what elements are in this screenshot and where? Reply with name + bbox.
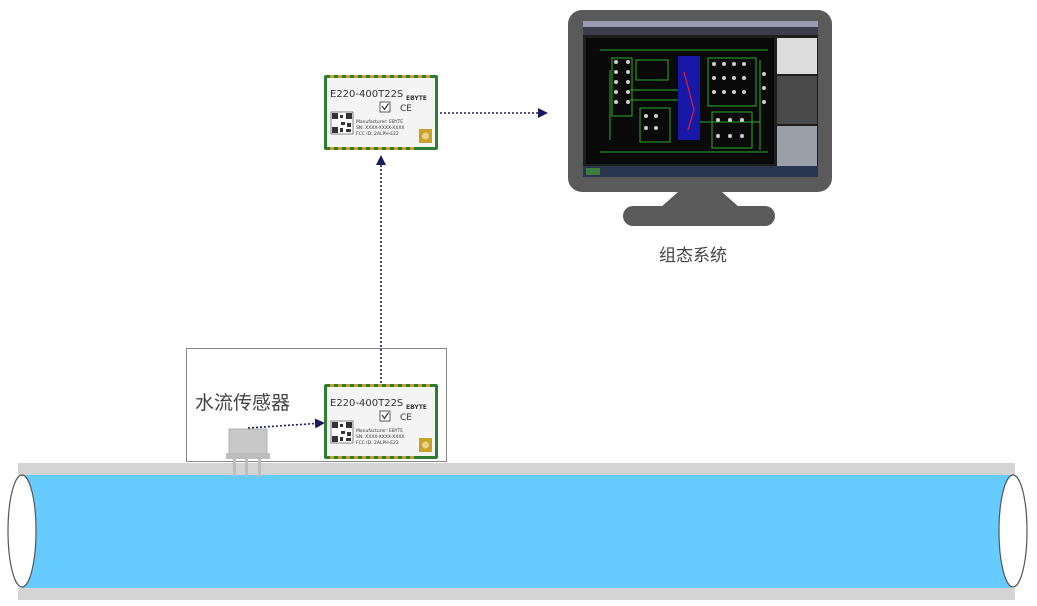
check-mark-icon <box>379 101 391 113</box>
module-fine-text-3: FCC ID: 2ALPH-E22 <box>356 131 399 137</box>
qr-code-icon <box>330 420 354 444</box>
ce-mark-icon: CE <box>400 413 412 423</box>
qr-code-icon <box>330 111 354 135</box>
module-model-label: E220-400T22S <box>330 89 403 100</box>
monitor-icon <box>568 10 832 226</box>
water-pipe <box>7 463 1028 600</box>
sensor-label: 水流传感器 <box>195 392 291 414</box>
module-brand-label: EBYTE <box>406 404 427 411</box>
module-fine-text-2: SN: XXXX-XXXX-XXXX <box>356 125 405 131</box>
pipe-left-opening <box>7 474 37 588</box>
sensor-to-module-arrow <box>247 418 325 429</box>
module-fine-text-1: Manufacturer: EBYTE <box>356 119 403 125</box>
pipe-bottom-wall <box>18 588 1015 600</box>
module-fine-text-3: FCC ID: 2ALPH-E22 <box>356 440 399 446</box>
pipe-top-wall <box>18 463 1015 475</box>
water-flow <box>22 475 1012 588</box>
monitor-caption: 组态系统 <box>659 246 727 266</box>
module-fine-text-2: SN: XXXX-XXXX-XXXX <box>356 434 405 440</box>
module-model-label: E220-400T22S <box>330 398 403 409</box>
pipe-right-opening <box>998 474 1028 588</box>
ce-mark-icon: CE <box>400 104 412 114</box>
module-fine-text-1: Manufacturer: EBYTE <box>356 428 403 434</box>
antenna-pad-icon <box>419 438 432 452</box>
wireless-module-bottom: E220-400T22S EBYTE CE Manufacturer: EBYT… <box>324 384 438 459</box>
module-brand-label: EBYTE <box>406 95 427 102</box>
wireless-module-top: E220-400T22S EBYTE CE Manufacturer: EBYT… <box>324 75 438 150</box>
check-mark-icon <box>379 410 391 422</box>
antenna-pad-icon <box>419 129 432 143</box>
flow-sensor-probe-icon <box>226 428 270 477</box>
